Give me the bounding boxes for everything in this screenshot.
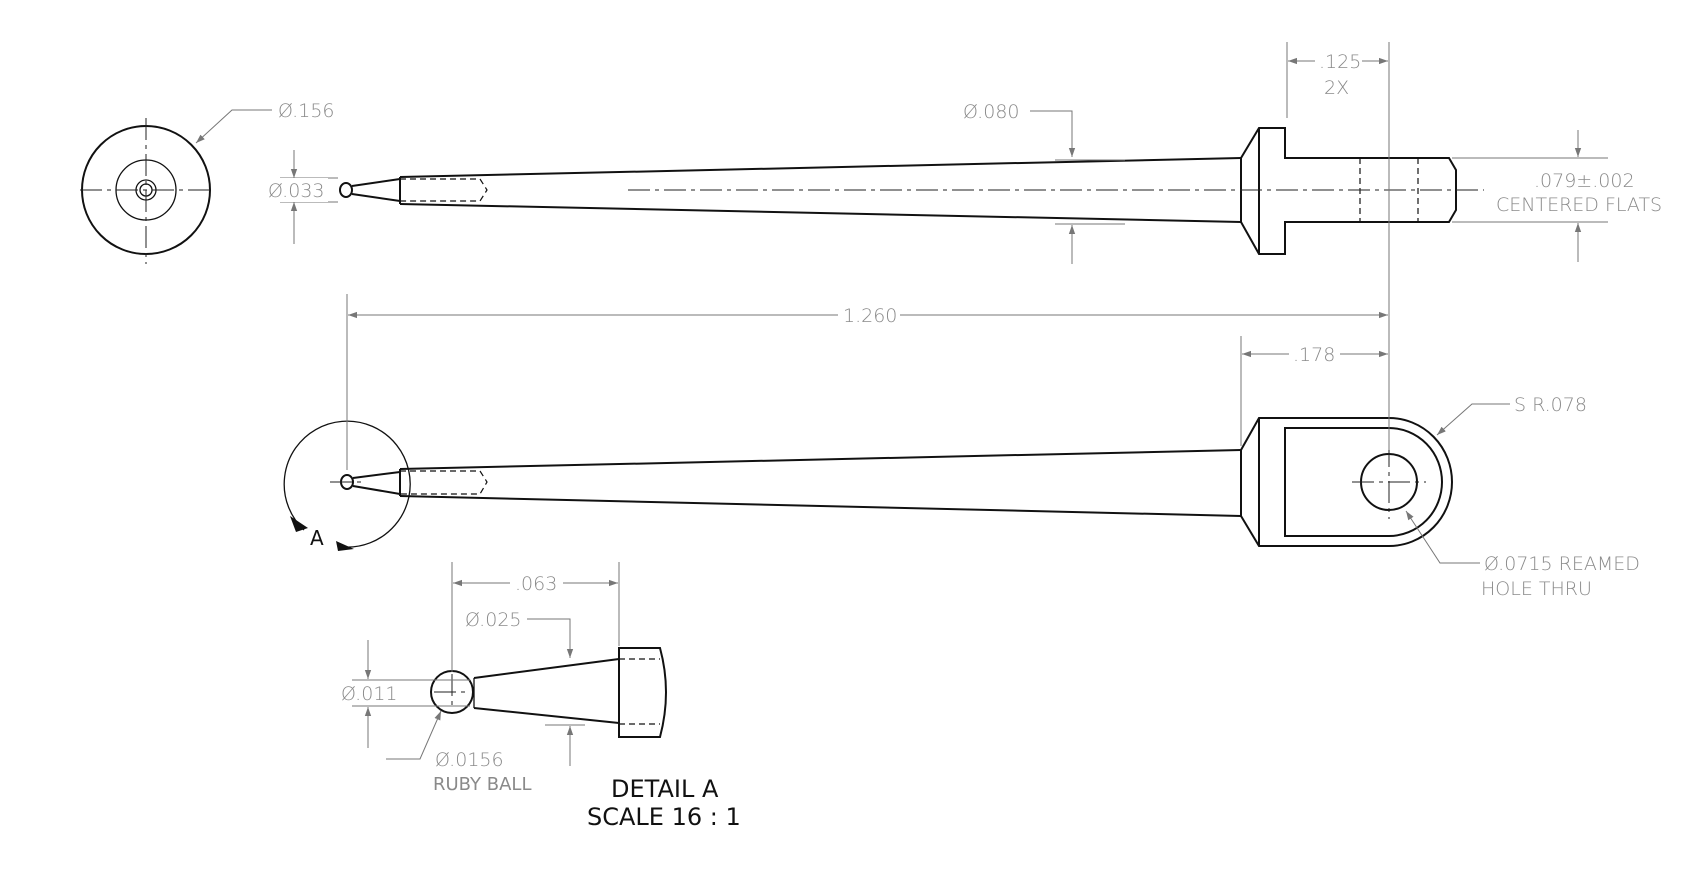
flats-note-label: CENTERED FLATS xyxy=(1496,194,1662,216)
end-dia-leader xyxy=(195,109,272,144)
sphere-radius-leader xyxy=(1436,403,1510,436)
detail-callout-arrow-1 xyxy=(290,516,308,532)
tip-dia-label: Ø.033 xyxy=(268,180,325,202)
hole-dia-label: Ø.0715 REAMED xyxy=(1484,553,1640,575)
flats-width-label: .125 xyxy=(1319,51,1361,73)
top-insert-hidden xyxy=(400,178,488,202)
detail-dia-leader xyxy=(527,618,574,658)
side-view-dimensions: 1.260 .178 S R.078 Ø.0715 REAMED HOLE TH… xyxy=(346,262,1640,600)
ball-note-label: RUBY BALL xyxy=(433,774,531,795)
detail-small-dia-label: Ø.011 xyxy=(341,683,398,705)
end-dia-label: Ø.156 xyxy=(278,100,335,122)
detail-length-label: .063 xyxy=(515,573,557,595)
tip-dia-label-bg xyxy=(262,178,328,202)
detail-insert xyxy=(618,647,667,738)
top-view-ball xyxy=(339,182,353,198)
side-flat-outline xyxy=(1284,427,1443,537)
shaft-dia-label: Ø.080 xyxy=(963,101,1020,123)
shaft-dia-leader xyxy=(1030,110,1076,157)
side-taper-lower xyxy=(352,485,401,495)
detail-dia-label: Ø.025 xyxy=(465,609,522,631)
sphere-radius-label: S R.078 xyxy=(1514,394,1587,416)
side-insert-hidden xyxy=(400,470,488,495)
top-view-dimensions: Ø.033 Ø.080 .125 2X .079±.002 CENTERED F… xyxy=(262,42,1666,264)
top-view xyxy=(339,127,1484,255)
top-taper-upper xyxy=(351,178,401,187)
detail-taper-upper xyxy=(473,658,620,679)
hole-offset-label: .178 xyxy=(1293,344,1335,366)
detail-title: DETAIL A xyxy=(611,775,719,803)
ball-dia-leader xyxy=(386,710,442,760)
detail-taper-lower xyxy=(473,707,620,724)
flats-thk-label-bg xyxy=(1494,162,1666,218)
hole-dia-leader xyxy=(1405,510,1480,564)
side-taper-upper xyxy=(352,471,401,479)
detail-callout-arrow-2 xyxy=(336,541,354,551)
end-view: Ø.156 xyxy=(80,100,335,264)
overall-length-label: 1.260 xyxy=(843,305,897,327)
detail-callout-label: A xyxy=(310,526,324,550)
detail-a-dimensions: .063 Ø.025 Ø.011 Ø.0156 RUBY BALL DETAIL… xyxy=(338,562,741,831)
top-shaft-lower xyxy=(399,203,1242,223)
flats-thickness-label: .079±.002 xyxy=(1534,170,1635,192)
side-shaft-lower xyxy=(399,495,1242,517)
flats-count-label: 2X xyxy=(1324,77,1349,99)
hole-note-label: HOLE THRU xyxy=(1481,578,1592,600)
side-view: A xyxy=(283,417,1453,551)
side-head-outline xyxy=(1240,417,1453,547)
top-taper-lower xyxy=(351,193,401,202)
detail-a-view xyxy=(430,647,667,738)
side-shaft-upper xyxy=(399,449,1242,470)
detail-scale: SCALE 16 : 1 xyxy=(587,803,741,831)
top-shaft-upper xyxy=(399,157,1242,178)
top-head xyxy=(1240,127,1457,255)
detail-callout-circle xyxy=(283,420,411,548)
ball-dia-label: Ø.0156 xyxy=(435,749,504,771)
small-dia-label-bg xyxy=(338,682,400,704)
